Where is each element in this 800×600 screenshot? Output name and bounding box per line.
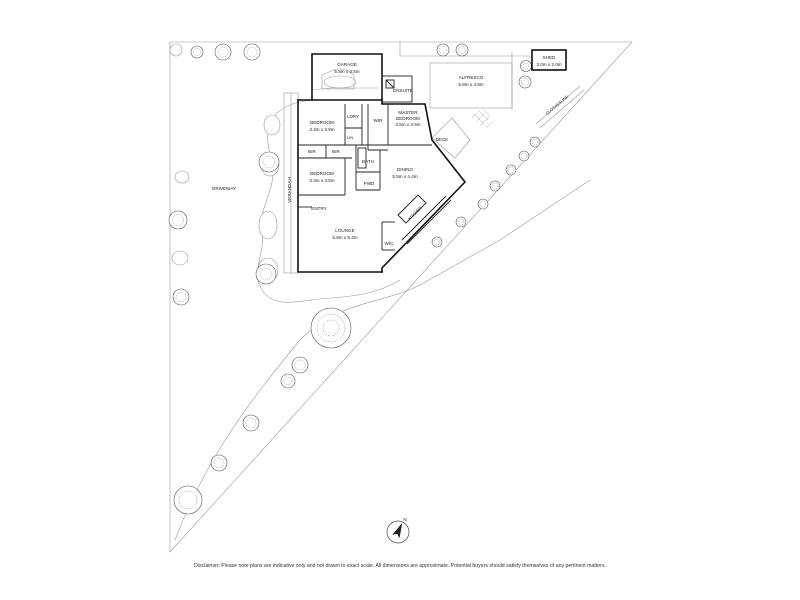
alfresco-size: 5.8m x 4.8m [458, 82, 483, 87]
tree-icon [529, 136, 541, 148]
bedroom2-size: 3.3m x 3.5m [309, 178, 334, 183]
shed-label: SHED [543, 55, 556, 60]
tree-icon [518, 150, 530, 162]
bir1-label: BIR [308, 149, 316, 154]
shed-size: 3.0m x 2.0m [536, 62, 561, 67]
bedroom1-size: 3.3m x 3.8m [309, 127, 334, 132]
tree-icon [455, 216, 467, 228]
tree-icon [210, 454, 228, 472]
alfresco-area [429, 62, 513, 109]
garage-label: GARAGE [337, 62, 357, 67]
master-label-2: BEDROOM [396, 116, 420, 121]
ensuite [381, 75, 413, 103]
ensuite-label: ENSUITE [393, 88, 413, 93]
tree-icon [258, 151, 280, 173]
tree-icon [214, 43, 232, 61]
garage [311, 53, 383, 101]
tree-icon [436, 43, 450, 57]
entry-label: ENTRY [311, 206, 327, 211]
tree-icon [431, 236, 443, 248]
wir-label: WIR [374, 118, 384, 123]
verandah-label: VERANDAH [287, 177, 292, 203]
bedroom2-label: BEDROOM [310, 171, 334, 176]
clothesline-label: CLOTHESLINE [545, 94, 570, 116]
tree-icon [172, 288, 190, 306]
driveway-outline [174, 87, 591, 541]
bath-label: BATH [362, 159, 374, 164]
tree-icon [489, 180, 501, 192]
clothesline [535, 85, 585, 129]
driveway-label: DRIVEWAY [212, 186, 236, 191]
dining-label: DINING [397, 167, 414, 172]
kitchen-counter [397, 194, 452, 245]
kitchen-label: KITCHEN [407, 205, 423, 221]
lin-label: LIN [347, 135, 353, 140]
tree-icon [168, 210, 188, 230]
shed [531, 49, 567, 71]
pwd-label: PWD [364, 181, 375, 186]
tree-icon [310, 307, 352, 349]
tree-icon [242, 414, 260, 432]
garage-size: 5.8m x 3.5m [334, 69, 359, 74]
tree-icon [505, 164, 517, 176]
master-size: 3.5m x 3.5m [395, 122, 420, 127]
disclaimer-text: Disclaimer: Please note plans are indica… [194, 563, 606, 569]
paving-pattern [471, 109, 493, 129]
bir2-label: BIR [332, 149, 340, 154]
tree-icon [518, 75, 532, 89]
dining-size: 5.5m x 4.4m [392, 174, 417, 179]
alfresco-label: ALFRESCO [459, 75, 484, 80]
house-walls [297, 99, 467, 273]
tree-icon [190, 45, 204, 59]
tree-icon [455, 43, 469, 57]
compass-north-icon: N [403, 517, 406, 522]
tree-icon [255, 263, 277, 285]
tree-icon [243, 43, 261, 61]
bedroom1-label: BEDROOM [310, 120, 334, 125]
bathtub [357, 147, 367, 169]
deck-label: DECK [436, 137, 450, 142]
tree-icon [280, 373, 296, 389]
compass: N [386, 517, 410, 544]
deck-area [431, 117, 471, 159]
tree-icon [477, 198, 489, 210]
master-label: MASTER [398, 110, 418, 115]
tree-icon [520, 60, 532, 72]
trees [168, 43, 541, 515]
lounge-label: LOUNGE [335, 228, 354, 233]
interior-walls [298, 104, 432, 251]
tree-icon [291, 356, 309, 374]
lounge-size: 6.8m x 5.4m [332, 235, 357, 240]
tree-icon [173, 485, 203, 515]
wic-label: WIC [385, 241, 395, 246]
ldry-label: LDRY [347, 114, 359, 119]
